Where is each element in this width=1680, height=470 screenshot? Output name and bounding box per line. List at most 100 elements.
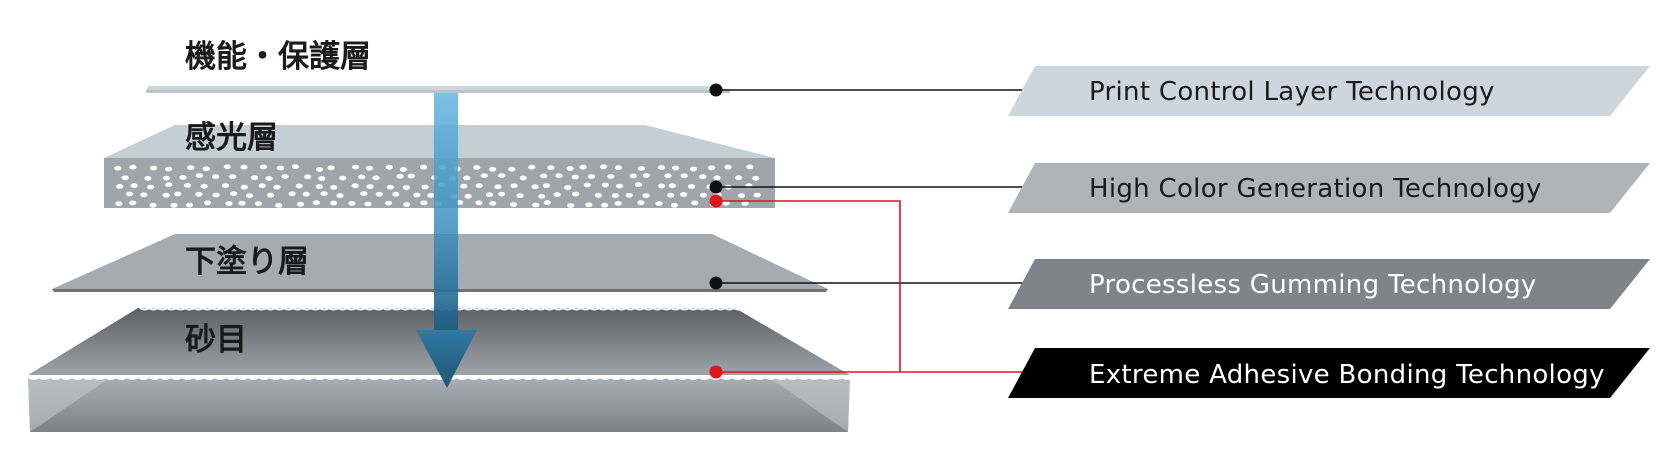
particle-dot xyxy=(542,183,551,189)
tech-banner-1: Print Control Layer Technology xyxy=(1008,66,1650,116)
particle-dot xyxy=(691,200,699,206)
connector-dot-3 xyxy=(709,276,723,290)
particle-dot xyxy=(543,200,551,205)
particle-dot xyxy=(540,173,548,179)
connector-dot-2 xyxy=(709,180,723,194)
photosensitive-particles xyxy=(114,164,761,208)
particle-dot xyxy=(642,193,650,199)
particle-dot xyxy=(708,165,716,171)
particle-dot xyxy=(327,165,335,171)
grain-surface-wave xyxy=(27,375,854,380)
particle-dot xyxy=(149,202,157,208)
particle-dot xyxy=(564,185,572,190)
particle-dot xyxy=(195,191,203,197)
particle-dot xyxy=(464,193,472,199)
particle-dot xyxy=(115,201,123,207)
particle-dot xyxy=(315,167,324,172)
particle-dot xyxy=(121,175,129,181)
tech-label-high-color: High Color Generation Technology xyxy=(1089,174,1542,204)
particle-dot xyxy=(320,191,328,197)
particle-dot xyxy=(629,173,637,179)
particle-dot xyxy=(532,202,540,208)
particle-dot xyxy=(427,193,435,198)
particle-dot xyxy=(399,167,407,172)
particle-dot xyxy=(637,200,645,206)
particle-dot xyxy=(212,174,220,180)
layer-label-undercoat: 下塗り層 xyxy=(185,244,309,280)
particle-dot xyxy=(129,200,137,206)
tech-banner-1-shape xyxy=(1008,66,1650,116)
particle-dot xyxy=(555,173,563,179)
particle-dot xyxy=(360,191,368,197)
particle-dot xyxy=(572,191,580,197)
tech-label-print-control: Print Control Layer Technology xyxy=(1089,77,1495,107)
particle-dot xyxy=(336,193,344,199)
layer-label-grain: 砂目 xyxy=(185,322,247,358)
particle-dot xyxy=(667,192,675,198)
particle-dot xyxy=(687,184,696,189)
particle-dot xyxy=(352,164,360,170)
particle-dot xyxy=(144,176,152,181)
particle-dot xyxy=(642,173,650,178)
particle-dot xyxy=(413,192,421,198)
particle-dot xyxy=(186,202,194,208)
particle-dot xyxy=(330,200,338,206)
particle-dot xyxy=(240,164,248,170)
particle-dot xyxy=(607,174,615,179)
particle-dot xyxy=(494,184,502,190)
particle-dot xyxy=(583,182,591,188)
tech-label-processless: Processless Gumming Technology xyxy=(1089,270,1537,300)
particle-dot xyxy=(752,175,760,181)
particle-dot xyxy=(259,164,267,170)
particle-dot xyxy=(634,182,643,188)
particle-dot xyxy=(265,176,273,181)
particle-dot xyxy=(149,165,158,171)
particle-dot xyxy=(594,193,603,198)
particle-dot xyxy=(302,191,310,197)
particle-dot xyxy=(579,164,587,170)
particle-dot xyxy=(275,203,283,208)
particle-dot xyxy=(420,200,428,206)
layer-label-photosensitive: 感光層 xyxy=(185,120,278,156)
particle-dot xyxy=(680,192,688,197)
particle-dot xyxy=(531,184,539,190)
particle-dot xyxy=(489,166,497,172)
particle-dot xyxy=(203,200,212,206)
particle-dot xyxy=(553,192,561,198)
tech-banner-2-shape xyxy=(1008,163,1650,213)
particle-dot xyxy=(724,164,732,170)
particle-dot xyxy=(538,194,546,199)
particle-dot xyxy=(738,193,746,199)
particle-dot xyxy=(304,174,312,180)
particle-dot xyxy=(315,184,323,189)
particle-dot xyxy=(519,175,527,181)
particle-dot xyxy=(713,175,721,181)
particle-dot xyxy=(330,185,338,190)
particle-dot xyxy=(741,201,749,206)
particle-dot xyxy=(225,201,233,206)
particle-dot xyxy=(291,164,299,170)
particle-dot xyxy=(510,183,518,189)
particle-dot xyxy=(365,165,373,171)
particle-dot xyxy=(402,185,410,190)
particle-dot xyxy=(611,193,619,199)
particle-dot xyxy=(170,202,178,208)
particle-dot xyxy=(372,175,380,181)
particle-dot xyxy=(223,164,231,170)
particle-dot xyxy=(200,183,208,189)
tech-banner-2: High Color Generation Technology xyxy=(1008,163,1650,213)
connector-red-dot-1 xyxy=(709,194,723,208)
particle-dot xyxy=(312,200,320,206)
particle-dot xyxy=(114,165,122,171)
particle-dot xyxy=(498,191,506,197)
particle-dot xyxy=(250,175,259,181)
tech-label-adhesive: Extreme Adhesive Bonding Technology xyxy=(1089,360,1605,390)
particle-dot xyxy=(601,202,609,208)
particle-dot xyxy=(288,191,296,197)
particle-dot xyxy=(498,173,506,179)
particle-dot xyxy=(463,175,471,181)
particle-dot xyxy=(655,201,663,207)
particle-dot xyxy=(339,175,347,181)
particle-dot xyxy=(668,183,676,189)
particle-dot xyxy=(230,191,238,197)
